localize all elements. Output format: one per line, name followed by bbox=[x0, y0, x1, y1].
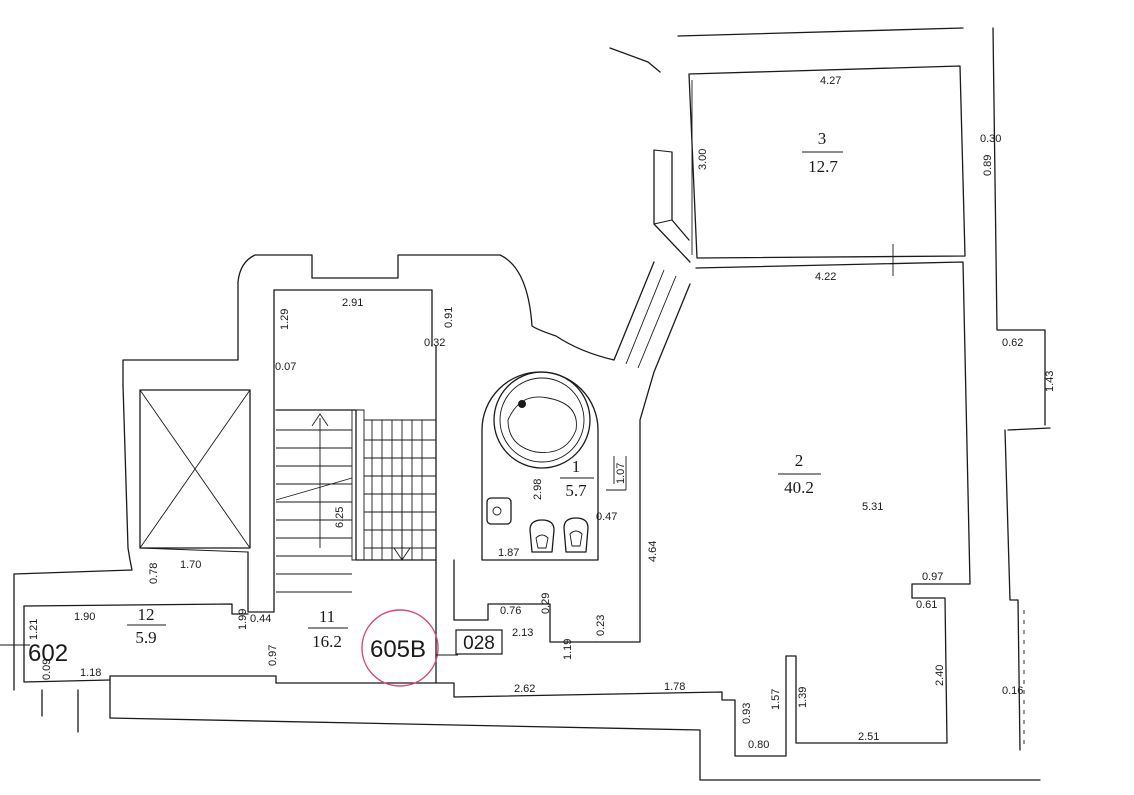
bidet-icon bbox=[563, 517, 589, 553]
boxed-code-frame bbox=[455, 629, 503, 655]
dim-label: 1.21 bbox=[28, 619, 40, 640]
dim-label: 2.40 bbox=[934, 665, 946, 686]
dim-label: 0.97 bbox=[922, 571, 943, 583]
dim-label: 5.31 bbox=[862, 501, 883, 513]
dim-label: 1.19 bbox=[562, 639, 574, 660]
dimensions: 4.27 3.00 0.30 0.89 4.22 0.62 1.43 2.91 … bbox=[28, 75, 1056, 751]
code-602: 602 bbox=[28, 640, 68, 667]
room-12-number: 12 bbox=[138, 605, 155, 624]
dim-label: 0.30 bbox=[980, 133, 1001, 145]
dim-label: 2.13 bbox=[512, 627, 533, 639]
dim-label: 1.39 bbox=[797, 687, 809, 708]
dim-label: 4.22 bbox=[815, 271, 836, 283]
dim-label: 1.43 bbox=[1044, 371, 1056, 392]
dim-label: 0.44 bbox=[250, 613, 271, 625]
room-1-number: 1 bbox=[572, 457, 581, 476]
walls bbox=[13, 27, 1051, 781]
stair-down-arrow bbox=[393, 470, 411, 561]
dim-label: 0.16 bbox=[1002, 685, 1023, 697]
room-11-number: 11 bbox=[319, 607, 335, 626]
room-labels: 3 12.7 2 40.2 1 5.7 11 16.2 12 5.9 bbox=[127, 129, 843, 651]
dim-label: 2.51 bbox=[858, 731, 879, 743]
room-3-area: 12.7 bbox=[808, 157, 838, 176]
dim-label: 0.23 bbox=[595, 615, 607, 636]
dim-label: 1.99 bbox=[237, 609, 249, 630]
dim-label: 0.47 bbox=[596, 511, 617, 523]
bathroom-enclosure bbox=[481, 371, 599, 561]
dim-label: 4.64 bbox=[647, 541, 659, 562]
dim-label: 1.70 bbox=[180, 559, 201, 571]
dim-label: 3.00 bbox=[697, 149, 709, 170]
sink-icon bbox=[486, 497, 512, 525]
drain-icon bbox=[518, 400, 526, 408]
jacuzzi-tub bbox=[493, 371, 591, 469]
code-605b: 605B bbox=[370, 636, 426, 663]
dim-label: 1.07 bbox=[615, 463, 627, 484]
dim-label: 0.89 bbox=[982, 155, 994, 176]
circled-marker bbox=[361, 609, 439, 687]
room-11-area: 16.2 bbox=[312, 632, 342, 651]
dim-label: 0.80 bbox=[748, 739, 769, 751]
code-028: 028 bbox=[463, 633, 495, 654]
dim-label: 0.09 bbox=[41, 659, 53, 680]
room-12-area: 5.9 bbox=[135, 628, 156, 647]
dim-label: 0.93 bbox=[741, 703, 753, 724]
unit-codes: 602 605B 028 bbox=[0, 609, 503, 687]
dim-label: 1.57 bbox=[770, 689, 782, 710]
dim-label: 0.29 bbox=[540, 593, 552, 614]
dim-label: 0.91 bbox=[443, 307, 455, 328]
room-1-area: 5.7 bbox=[565, 481, 587, 500]
dim-label: 1.90 bbox=[74, 611, 95, 623]
dim-label: 6.25 bbox=[334, 507, 346, 528]
stair-up-arrow bbox=[311, 413, 329, 548]
bathroom-fixtures bbox=[481, 371, 599, 561]
dim-label: 2.62 bbox=[514, 683, 535, 695]
dim-label: 4.27 bbox=[820, 75, 841, 87]
toilet-icon bbox=[529, 519, 555, 553]
dim-label: 1.29 bbox=[279, 309, 291, 330]
room-2-area: 40.2 bbox=[784, 478, 814, 497]
dim-label: 0.78 bbox=[148, 563, 160, 584]
dim-label: 2.91 bbox=[342, 297, 363, 309]
dim-label: 0.76 bbox=[500, 605, 521, 617]
dim-label: 0.62 bbox=[1002, 337, 1023, 349]
dim-label: 0.07 bbox=[275, 361, 296, 373]
dim-label: 1.87 bbox=[498, 547, 519, 559]
dim-label: 1.78 bbox=[664, 681, 685, 693]
dim-label: 0.97 bbox=[267, 645, 279, 666]
dim-label: 1.18 bbox=[80, 667, 101, 679]
dim-label: 2.98 bbox=[532, 479, 544, 500]
dim-label: 0.32 bbox=[424, 337, 445, 349]
dim-label: 0.61 bbox=[916, 599, 937, 611]
room-3-number: 3 bbox=[818, 129, 827, 148]
room-2-number: 2 bbox=[795, 451, 804, 470]
stair-treads bbox=[275, 420, 436, 593]
